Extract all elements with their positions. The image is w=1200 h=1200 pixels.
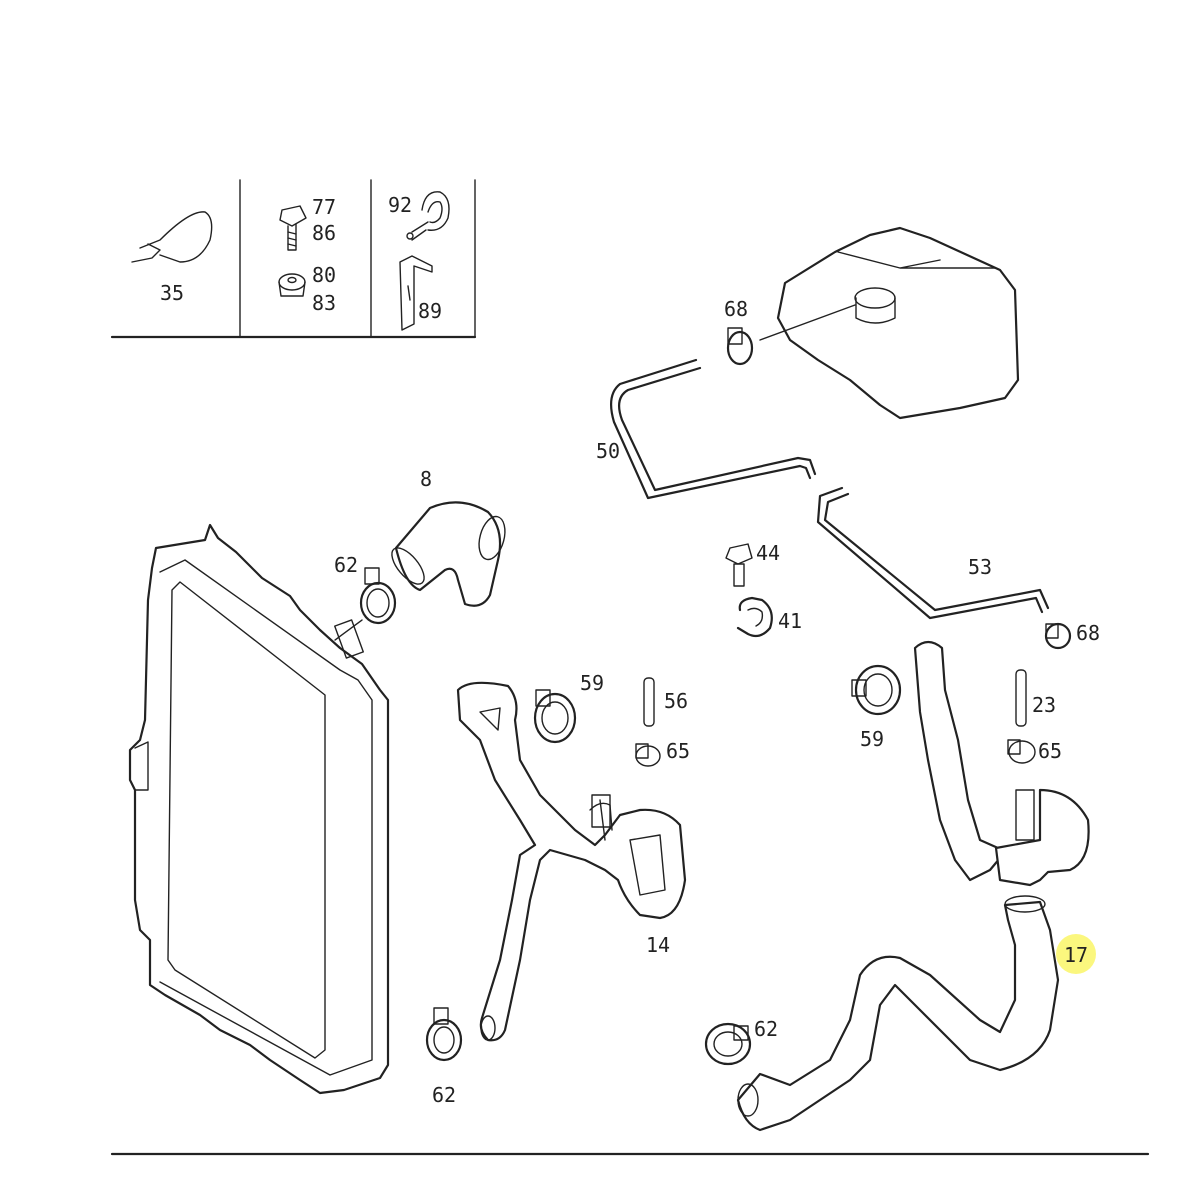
- clamp-59-right: [851, 664, 902, 716]
- legend-label-92: 92: [388, 193, 412, 217]
- hose-right-assembly: [736, 640, 1090, 1132]
- pin-23: [1015, 669, 1027, 727]
- bolt-icon: [279, 205, 307, 251]
- bracket-41: [736, 596, 773, 638]
- cable-tie-icon: [131, 211, 213, 263]
- nut-icon: [278, 273, 306, 297]
- callout-62-lower: 62: [432, 1083, 456, 1107]
- callout-17: 17: [1064, 943, 1088, 967]
- clamp-62-lower: [425, 1007, 463, 1062]
- legend-label-80: 80: [312, 263, 336, 287]
- legend-label-35: 35: [160, 281, 184, 305]
- hose-53: [816, 486, 1050, 620]
- legend-label-86: 86: [312, 221, 336, 245]
- pin-56: [643, 677, 655, 727]
- clamp-59-left: [533, 689, 577, 744]
- callout-41: 41: [778, 609, 802, 633]
- bolt-44: [725, 543, 753, 587]
- callout-56: 56: [664, 689, 688, 713]
- clamp-65-left: [635, 743, 661, 767]
- callout-59-left: 59: [580, 671, 604, 695]
- hose-14: [456, 681, 687, 1042]
- clamp-62-right: [704, 1022, 752, 1066]
- highlight-marker: [1056, 934, 1096, 974]
- callout-53: 53: [968, 555, 992, 579]
- callout-62-right: 62: [754, 1017, 778, 1041]
- legend-table: [110, 179, 477, 339]
- legend-label-83: 83: [312, 291, 336, 315]
- hose-50: [609, 358, 817, 500]
- callout-23: 23: [1032, 693, 1056, 717]
- callout-8: 8: [420, 467, 432, 491]
- clamp-62-upper: [359, 567, 397, 625]
- clamp-icon: [406, 191, 450, 241]
- hose-8: [391, 501, 506, 607]
- callout-68-right: 68: [1076, 621, 1100, 645]
- callout-59-right: 59: [860, 727, 884, 751]
- callout-65-left: 65: [666, 739, 690, 763]
- callout-50: 50: [596, 439, 620, 463]
- expansion-tank: [759, 226, 1020, 420]
- legend-label-77: 77: [312, 195, 336, 219]
- clamp-68-upper: [726, 327, 754, 366]
- clamp-68-right: [1044, 622, 1072, 650]
- callout-14: 14: [646, 933, 670, 957]
- callout-44: 44: [756, 541, 780, 565]
- legend-label-89: 89: [418, 299, 442, 323]
- clamp-65-right: [1007, 739, 1036, 764]
- callout-68-tank: 68: [724, 297, 748, 321]
- bracket-icon: [399, 255, 433, 331]
- callout-65-right: 65: [1038, 739, 1062, 763]
- callout-62-upper: 62: [334, 553, 358, 577]
- radiator: [128, 523, 390, 1095]
